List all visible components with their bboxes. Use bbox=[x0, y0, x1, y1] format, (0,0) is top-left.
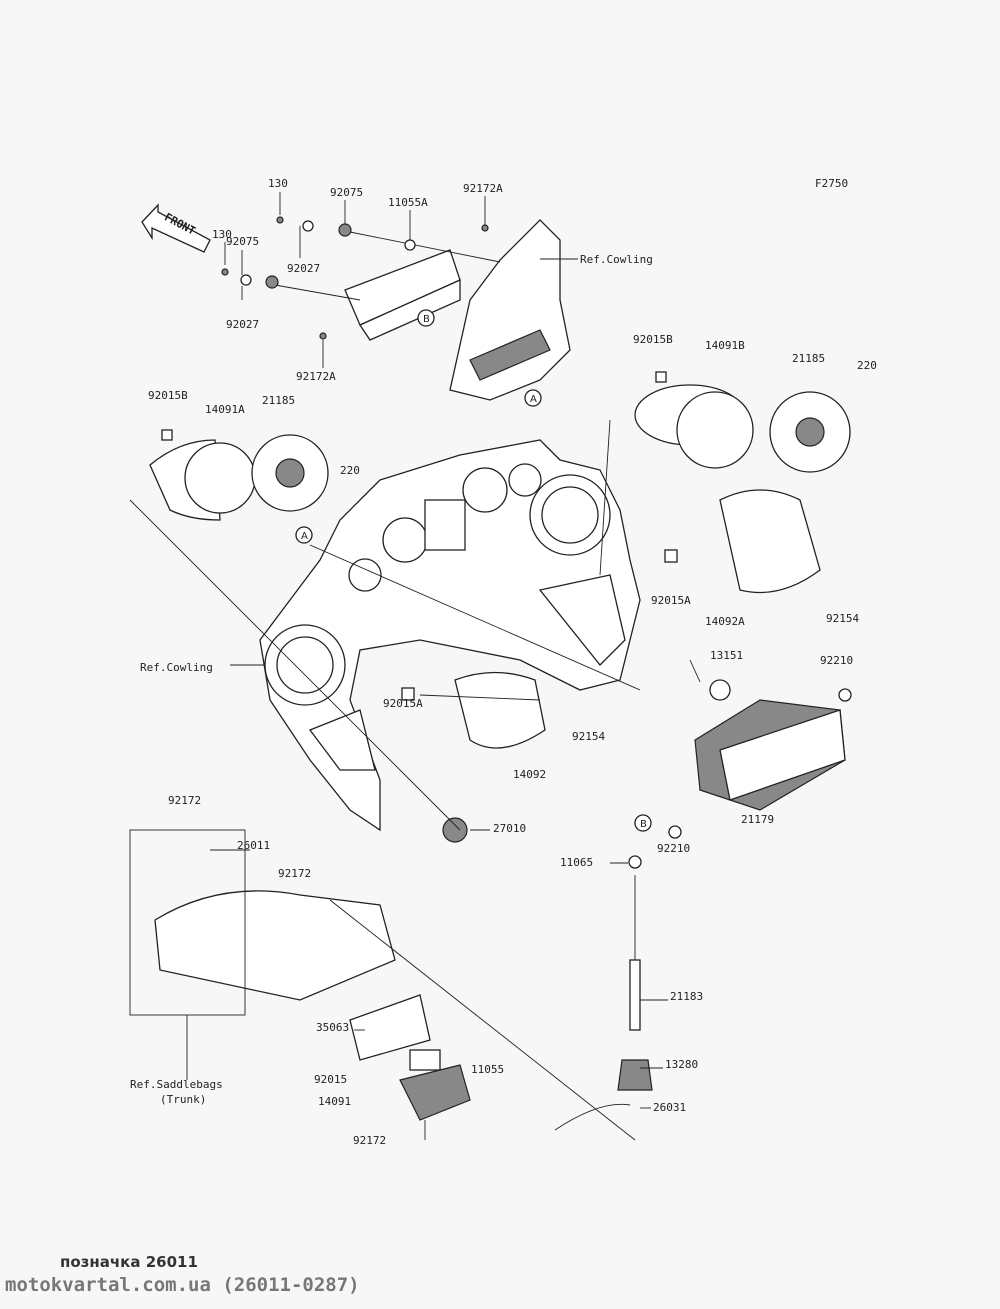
part-label: (Trunk) bbox=[160, 1093, 206, 1106]
diagram-code: F2750 bbox=[815, 177, 848, 190]
part-label: 13280 bbox=[665, 1058, 698, 1071]
part-label: 27010 bbox=[493, 822, 526, 835]
front-arrow-icon: FRONT bbox=[141, 203, 211, 253]
leader-lines bbox=[129, 419, 701, 1141]
svg-text:A: A bbox=[530, 394, 537, 405]
svg-text:A: A bbox=[301, 531, 308, 542]
part-label: 11055 bbox=[471, 1063, 504, 1076]
bracket-11055a bbox=[344, 249, 461, 341]
part-label: 14091A bbox=[205, 403, 245, 416]
main-cowling bbox=[259, 439, 641, 832]
part-label: 92015B bbox=[148, 389, 188, 402]
leader-lines-top bbox=[224, 192, 578, 368]
part-label: 220 bbox=[340, 464, 360, 477]
part-label: 220 bbox=[857, 359, 877, 372]
part-label: 92015B bbox=[633, 333, 673, 346]
part-label: 92172 bbox=[353, 1134, 386, 1147]
part-label: 92027 bbox=[226, 318, 259, 331]
part-label: 130 bbox=[212, 228, 232, 241]
part-label: 92172A bbox=[296, 370, 336, 383]
part-label: 92210 bbox=[657, 842, 690, 855]
part-label: 92172 bbox=[278, 867, 311, 880]
cowling-top-section bbox=[449, 219, 571, 401]
part-label: Ref.Saddlebags bbox=[130, 1078, 223, 1091]
radio-21179 bbox=[668, 679, 852, 839]
part-label: 92154 bbox=[826, 612, 859, 625]
speaker-left bbox=[149, 429, 546, 749]
part-label: 92210 bbox=[820, 654, 853, 667]
part-label: Ref.Cowling bbox=[580, 253, 653, 266]
part-label: 92015A bbox=[383, 697, 423, 710]
part-label: 130 bbox=[268, 177, 288, 190]
fasteners-top bbox=[221, 216, 489, 340]
part-label: 92075 bbox=[330, 186, 363, 199]
part-label: 92172A bbox=[463, 182, 503, 195]
part-label: 92015A bbox=[651, 594, 691, 607]
part-label: 13151 bbox=[710, 649, 743, 662]
svg-text:B: B bbox=[640, 819, 647, 830]
part-label: 14092A bbox=[705, 615, 745, 628]
part-label: Ref.Cowling bbox=[140, 661, 213, 674]
part-label: 92027 bbox=[287, 262, 320, 275]
part-label: 11065 bbox=[560, 856, 593, 869]
part-label: 35063 bbox=[316, 1021, 349, 1034]
sensor-27010 bbox=[442, 817, 468, 843]
part-label: 92172 bbox=[168, 794, 201, 807]
trunk-section bbox=[129, 829, 471, 1121]
part-labels: 130 130 92075 11055A 92172A 92075 92027 … bbox=[130, 177, 877, 1147]
part-label: 21185 bbox=[262, 394, 295, 407]
ref-marks: B A A B bbox=[295, 309, 652, 832]
antenna-21183 bbox=[554, 855, 653, 1131]
part-label: 21179 bbox=[741, 813, 774, 826]
part-label: 92015 bbox=[314, 1073, 347, 1086]
svg-text:B: B bbox=[423, 314, 430, 325]
watermark: motokvartal.com.ua (26011-0287) bbox=[5, 1274, 360, 1296]
part-label: 26011 bbox=[237, 839, 270, 852]
part-label: 26031 bbox=[653, 1101, 686, 1114]
part-label: 21183 bbox=[670, 990, 703, 1003]
part-label: 92154 bbox=[572, 730, 605, 743]
caption: позначка 26011 bbox=[60, 1253, 198, 1271]
part-label: 92075 bbox=[226, 235, 259, 248]
part-label: 14092 bbox=[513, 768, 546, 781]
part-label: 14091B bbox=[705, 339, 745, 352]
speaker-right bbox=[634, 371, 851, 594]
part-label: 21185 bbox=[792, 352, 825, 365]
part-label: 11055A bbox=[388, 196, 428, 209]
part-label: 14091 bbox=[318, 1095, 351, 1108]
